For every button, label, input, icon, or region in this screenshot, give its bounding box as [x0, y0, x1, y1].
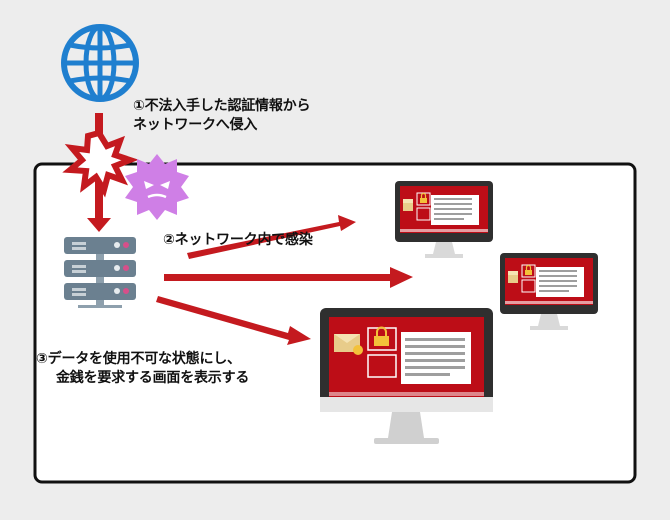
step3-line2: 金銭を要求する画面を表示する	[56, 370, 250, 386]
step3-line1: ③データを使用不可な状態にし、	[36, 351, 241, 367]
step1-line1: ①不法入手した認証情報から	[133, 98, 311, 114]
ransomware-monitor-icon	[320, 308, 493, 444]
virus-icon	[125, 154, 189, 220]
step2-infection-label: ②ネットワーク内で感染	[163, 232, 313, 248]
spread-arrow-middle	[164, 267, 413, 288]
step1-line2: ネットワークへ侵入	[133, 117, 258, 133]
step3-ransom-label: ③データを使用不可な状態にし、 金銭を要求する画面を表示する	[36, 350, 249, 388]
server-rack-icon	[64, 237, 136, 308]
spread-arrow-bottom	[156, 296, 311, 345]
globe-icon	[61, 24, 139, 102]
step1-intrusion-label: ①不法入手した認証情報から ネットワークへ侵入	[133, 97, 310, 135]
spread-arrow-top	[187, 215, 356, 259]
ransomware-monitor-icon	[395, 181, 493, 258]
explosion-burst-icon	[62, 129, 139, 198]
ransomware-monitor-icon	[500, 253, 598, 330]
